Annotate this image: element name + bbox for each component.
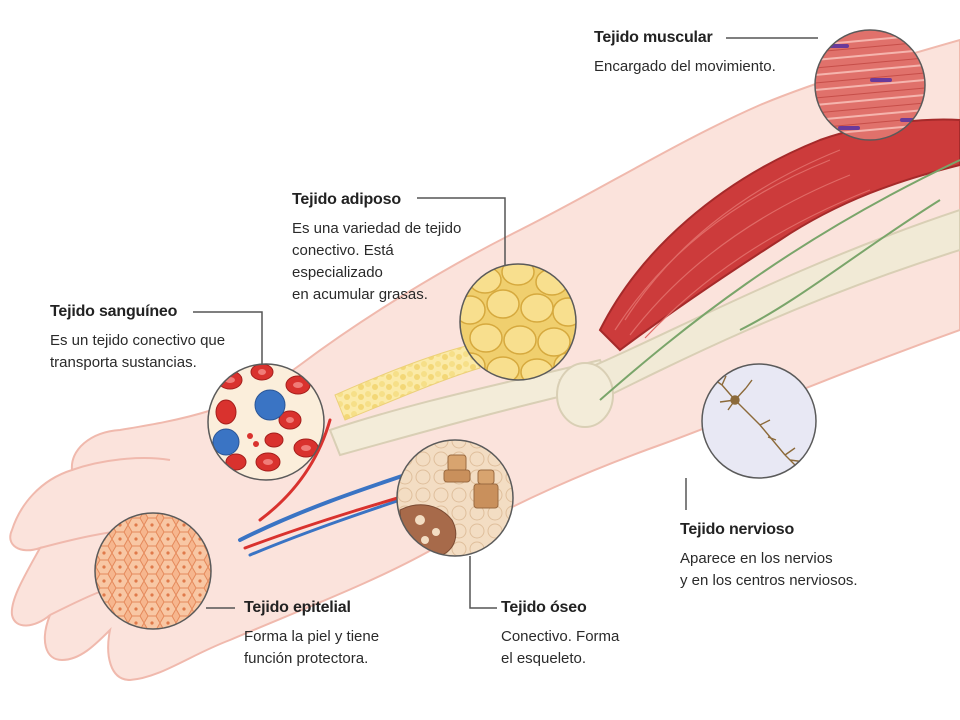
label-oseo-line-1: Conectivo. Forma [501, 628, 620, 645]
label-adiposo-line-2: conectivo. Está [292, 242, 394, 259]
label-adiposo-desc: Es una variedad de tejido conectivo. Est… [292, 218, 461, 306]
bone-tissue-circle [396, 439, 514, 557]
label-sanguineo-line-1: Es un tejido conectivo que [50, 332, 226, 349]
label-sanguineo: Tejido sanguíneo Es un tejido conectivo … [50, 302, 225, 374]
label-adiposo: Tejido adiposo Es una variedad de tejido… [292, 190, 461, 306]
label-oseo-line-2: el esqueleto. [501, 650, 587, 667]
forearm-bones [328, 208, 960, 457]
biceps-muscle [598, 118, 960, 352]
label-muscular-desc: Encargado del movimiento. [594, 56, 776, 78]
nervous-tissue-circle [701, 363, 817, 479]
label-adiposo-line-1: Es una variedad de tejido [292, 220, 462, 237]
label-epitelial-line-1: Forma la piel y tiene [244, 628, 380, 645]
label-muscular-title: Tejido muscular [594, 29, 713, 46]
label-epitelial-desc: Forma la piel y tiene función protectora… [244, 626, 379, 670]
muscle-tissue-circle [814, 29, 926, 141]
label-sanguineo-desc: Es un tejido conectivo que transporta su… [50, 330, 225, 374]
label-nervioso-title: Tejido nervioso [680, 521, 795, 538]
label-epitelial-title: Tejido epitelial [244, 599, 351, 616]
label-epitelial-line-2: función protectora. [244, 650, 369, 667]
label-oseo-desc: Conectivo. Forma el esqueleto. [501, 626, 619, 670]
label-adiposo-line-3: especializado [292, 264, 383, 281]
label-muscular-line-1: Encargado del movimiento. [594, 58, 776, 75]
leader-lines [193, 37, 818, 609]
epithelial-tissue-circle [94, 512, 212, 630]
label-adiposo-line-4: en acumular grasas. [292, 286, 428, 303]
label-sanguineo-title: Tejido sanguíneo [50, 303, 178, 320]
label-nervioso-line-2: y en los centros nerviosos. [680, 572, 858, 589]
label-nervioso: Tejido nervioso Aparece en los nervios y… [680, 520, 858, 592]
muscle-fibers [614, 149, 871, 339]
label-sanguineo-line-2: transporta sustancias. [50, 354, 197, 371]
label-oseo: Tejido óseo Conectivo. Forma el esquelet… [501, 598, 619, 670]
label-epitelial: Tejido epitelial Forma la piel y tiene f… [244, 598, 379, 670]
label-muscular: Tejido muscular Encargado del movimiento… [594, 28, 776, 78]
blood-tissue-circle [207, 363, 325, 481]
label-nervioso-line-1: Aparece en los nervios [680, 550, 833, 567]
label-nervioso-desc: Aparece en los nervios y en los centros … [680, 548, 858, 592]
fat-deposit [334, 344, 481, 421]
label-oseo-title: Tejido óseo [501, 599, 587, 616]
nerves [599, 159, 960, 401]
label-adiposo-title: Tejido adiposo [292, 191, 401, 208]
